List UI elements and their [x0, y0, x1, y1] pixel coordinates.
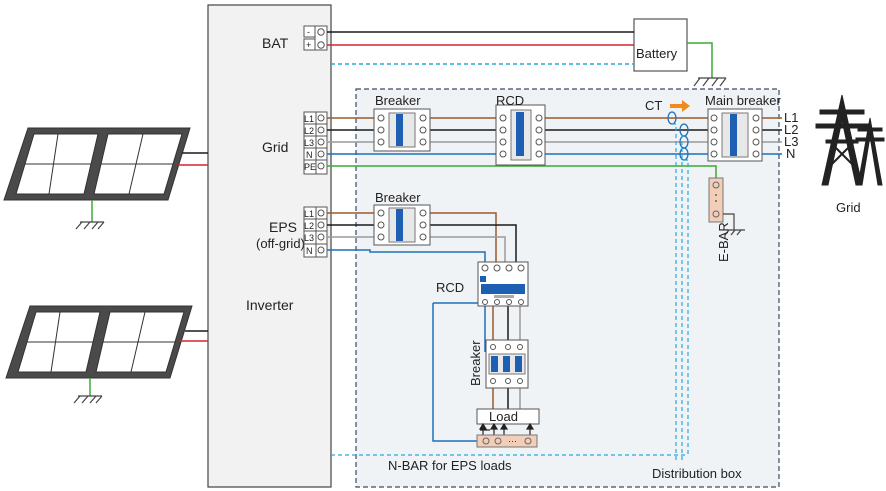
eps-rcd-label: RCD [436, 280, 464, 295]
battery-unit: Battery [633, 18, 688, 72]
svg-text:···: ··· [508, 436, 517, 446]
n-bar-label: N-BAR for EPS loads [388, 458, 512, 473]
grid-line-n: N [786, 146, 795, 161]
grid-terminal-pe: PE [304, 162, 316, 172]
ct-cables [331, 123, 689, 460]
eps-port-sublabel: (off-grid) [256, 236, 305, 251]
bat-port-label: BAT [262, 35, 289, 51]
bat-terminal-plus: + [306, 40, 311, 50]
grid-port-label: Grid [262, 139, 288, 155]
grid-line-l2: L2 [784, 122, 798, 137]
bat-terminal-block: - + [303, 25, 328, 51]
grid-terminal-block: L1 L2 L3 N PE [303, 111, 328, 175]
grid-terminal-l2: L2 [304, 126, 314, 136]
grid-pylon-icon [815, 94, 885, 186]
eps-terminal-l3: L3 [304, 233, 314, 243]
grid-line-l1: L1 [784, 110, 798, 125]
ct-direction-arrow [670, 100, 690, 112]
load-label: Load [489, 409, 518, 424]
battery-ground-wire [687, 42, 713, 78]
eps-breaker [373, 204, 431, 246]
ct-label: CT [645, 98, 662, 113]
battery-ground-icon [693, 77, 727, 87]
grid-breaker-label: Breaker [375, 93, 421, 108]
pv-panel-top [3, 127, 191, 230]
pv-panel-bottom [5, 305, 193, 404]
eps-terminal-l2: L2 [304, 221, 314, 231]
eps-breaker-label: Breaker [375, 190, 421, 205]
eps-port-label: EPS [269, 219, 297, 235]
grid-label: Grid [836, 200, 861, 215]
eps-rcd [477, 261, 529, 307]
grid-breaker [373, 108, 431, 152]
grid-rcd [495, 104, 546, 166]
eps-terminal-n: N [306, 246, 313, 256]
grid-terminal-n: N [306, 150, 313, 160]
e-bar [708, 177, 745, 236]
main-breaker [707, 108, 763, 162]
grid-terminal-l1: L1 [304, 114, 314, 124]
grid-line-l3: L3 [784, 134, 798, 149]
load-breaker-label: Breaker [468, 340, 483, 386]
bat-terminal-minus: - [307, 27, 310, 37]
grid-rcd-label: RCD [496, 93, 524, 108]
load-breaker [485, 339, 529, 389]
grid-terminal-l3: L3 [304, 138, 314, 148]
battery-label: Battery [636, 46, 678, 61]
main-breaker-label: Main breaker [705, 93, 782, 108]
eps-terminal-l1: L1 [304, 209, 314, 219]
eps-terminal-block: L1 L2 L3 N [303, 206, 328, 258]
load-box [476, 408, 540, 425]
distribution-box-label: Distribution box [652, 466, 742, 481]
e-bar-label: E-BAR [716, 222, 731, 262]
inverter-title: Inverter [246, 297, 294, 313]
n-bar: ··· [476, 434, 538, 448]
